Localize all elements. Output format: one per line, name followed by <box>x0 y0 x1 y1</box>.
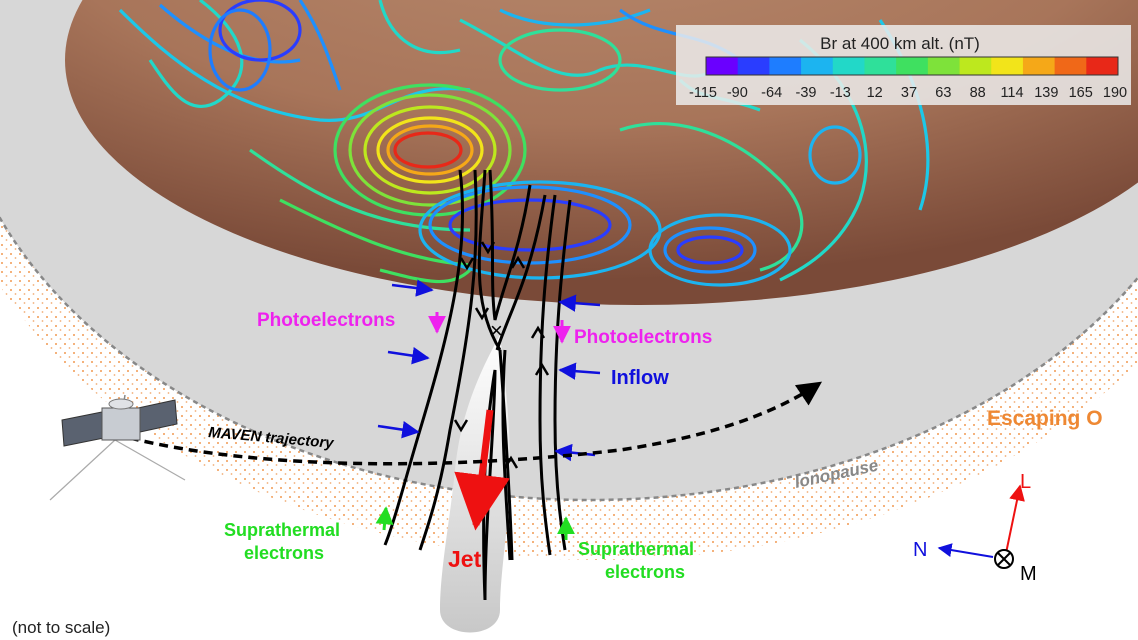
colorbar-tick-label: 63 <box>935 85 951 101</box>
colorbar-cell <box>737 57 770 75</box>
suprathermal-arrows <box>375 506 575 540</box>
inflow-label: Inflow <box>611 367 669 389</box>
colorbar-cell <box>927 57 961 75</box>
maven-trajectory-path <box>129 381 823 466</box>
colorbar-tick-label: -13 <box>830 85 851 101</box>
colorbar-tick-label: -64 <box>761 85 782 101</box>
maven-spacecraft-icon <box>49 394 186 501</box>
colorbar-cell <box>1054 57 1087 75</box>
colorbar-cell <box>832 57 865 75</box>
colorbar-cell <box>1022 57 1056 75</box>
colorbar-cell <box>706 57 739 75</box>
x-point-marker: × <box>490 318 503 343</box>
colorbar-tick-label: 165 <box>1069 85 1093 101</box>
colorbar-cell <box>801 57 834 75</box>
colorbar-tick-label: -39 <box>796 85 817 101</box>
colorbar-tick-label: -90 <box>727 85 748 101</box>
colorbar-tick-label: 88 <box>970 85 986 101</box>
field-line-arrows <box>453 241 550 469</box>
electrons-label-left: electrons <box>244 543 324 563</box>
inflow-arrows <box>377 279 601 462</box>
m-axis-label: M <box>1020 563 1037 585</box>
colorbar-tick-label: 114 <box>1000 85 1023 101</box>
photoelectron-arrows <box>428 312 571 344</box>
jet-label: Jet <box>448 546 482 572</box>
l-axis-label: L <box>1020 471 1031 493</box>
n-axis-label: N <box>913 539 927 561</box>
escaping-o-label: Escaping O <box>987 407 1103 430</box>
colorbar-cell <box>991 57 1024 75</box>
suprathermal-label-left: Suprathermal <box>224 520 340 540</box>
colorbar-title: Br at 400 km alt. (nT) <box>820 34 980 53</box>
colorbar-tick-label: 139 <box>1034 85 1058 101</box>
colorbar-tick-label: 12 <box>867 85 883 101</box>
jet-arrow <box>454 409 510 531</box>
electrons-label-right: electrons <box>605 562 685 582</box>
colorbar-cell <box>896 57 929 75</box>
colorbar-border <box>705 56 1119 76</box>
colorbar-cell <box>959 57 992 75</box>
photoelectrons-label-right: Photoelectrons <box>574 327 712 348</box>
colorbar-tick-label: 190 <box>1103 85 1127 101</box>
photoelectrons-label-left: Photoelectrons <box>257 310 395 331</box>
colorbar-tick-label: 37 <box>901 85 917 101</box>
lmn-coordinate-axes: L N M <box>913 471 1037 585</box>
colorbar-cell <box>1086 57 1119 75</box>
colorbar-cell <box>864 57 897 75</box>
suprathermal-label-right: Suprathermal <box>578 539 694 559</box>
colorbar-tick-label: -115 <box>689 85 717 101</box>
not-to-scale-note: (not to scale) <box>12 618 110 637</box>
colorbar-cell <box>769 57 802 75</box>
colorbar-legend: Br at 400 km alt. (nT) -115 -90 -64 -39 -13 1… <box>676 25 1131 105</box>
